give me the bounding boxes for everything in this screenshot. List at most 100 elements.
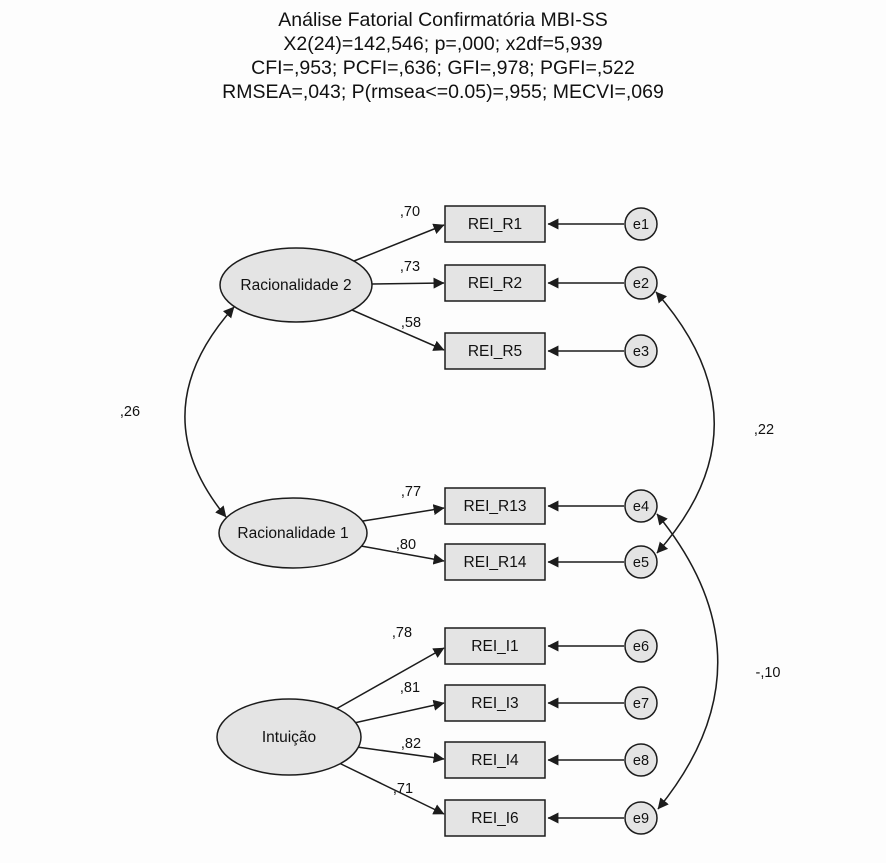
error-label-e2: e2 [633, 276, 649, 292]
loading-value-rac2-rei-r5: ,58 [401, 315, 421, 331]
indicator-label-rei-r5: REI_R5 [468, 343, 522, 360]
error-label-e8: e8 [633, 753, 649, 769]
indicator-rei-r1: REI_R1 [444, 205, 546, 243]
loading-value-rac2-rei-r2: ,73 [400, 259, 420, 275]
factor-label-rac2: Racionalidade 2 [240, 277, 351, 294]
error-terms: e1 e2 e3 e4 e5 e6 e7 e8 [624, 207, 658, 835]
loading-value-rac1-rei-r13: ,77 [401, 484, 421, 500]
covariance-paths: ,26 ,22 -,10 [120, 291, 781, 810]
loading-arrow-rac1-rei-r14 [360, 545, 445, 565]
indicator-box-rei-i3 [444, 684, 546, 722]
indicator-label-rei-r14: REI_R14 [464, 554, 527, 571]
factor-intuicao: Intuição [216, 698, 362, 776]
loading-value-int-rei-i1: ,78 [392, 625, 412, 641]
error-label-e9: e9 [633, 811, 649, 827]
factor-label-rac1: Racionalidade 1 [237, 525, 348, 542]
covariance-arrow-e4-e9 [656, 513, 719, 810]
indicator-rei-r14: REI_R14 [444, 543, 546, 581]
loading-arrow-int-rei-i6 [338, 762, 445, 815]
model-fit-title: Análise Fatorial Confirmatória MBI-SS X2… [222, 9, 664, 103]
error-term-e9: e9 [624, 801, 658, 835]
factor-ellipse-rac1 [218, 497, 368, 569]
indicator-box-rei-r14 [444, 543, 546, 581]
indicator-rei-i6: REI_I6 [444, 799, 546, 837]
error-term-e3: e3 [624, 334, 658, 368]
factor-racionalidade-2: Racionalidade 2 [219, 247, 373, 323]
indicator-rei-i1: REI_I1 [444, 627, 546, 665]
indicator-rei-r5: REI_R5 [444, 332, 546, 370]
covariance-arrow-rac2-rac1 [184, 306, 235, 518]
loading-value-int-rei-i6: ,71 [393, 781, 413, 797]
covariance-value-e4-e9: -,10 [756, 665, 781, 681]
error-circle-e7 [624, 686, 658, 720]
indicator-label-rei-r2: REI_R2 [468, 275, 522, 292]
error-term-e2: e2 [624, 266, 658, 300]
loading-arrow-int-rei-i3 [353, 699, 445, 724]
error-circle-e1 [624, 207, 658, 241]
covariance-value-rac2-rac1: ,26 [120, 404, 140, 420]
title-line-4: RMSEA=,043; P(rmsea<=0.05)=,955; MECVI=,… [222, 81, 664, 103]
title-line-1: Análise Fatorial Confirmatória MBI-SS [278, 9, 607, 31]
error-circle-e9 [624, 801, 658, 835]
factor-ellipse-rac2 [219, 247, 373, 323]
indicator-label-rei-i1: REI_I1 [471, 638, 518, 655]
error-arrows [547, 218, 624, 824]
loading-arrow-rac2-rei-r2 [371, 277, 445, 289]
loading-value-rac2-rei-r1: ,70 [400, 204, 420, 220]
loading-values: ,70 ,73 ,58 ,77 ,80 ,78 ,81 ,82 ,71 [392, 204, 421, 797]
indicator-box-rei-i4 [444, 741, 546, 779]
error-circle-e4 [624, 489, 658, 523]
error-label-e7: e7 [633, 696, 649, 712]
factor-ellipse-intuicao [216, 698, 362, 776]
indicator-box-rei-i6 [444, 799, 546, 837]
error-term-e6: e6 [624, 629, 658, 663]
factor-racionalidade-1: Racionalidade 1 [218, 497, 368, 569]
error-term-e5: e5 [624, 545, 658, 579]
loading-arrows [335, 223, 445, 815]
title-line-2: X2(24)=142,546; p=,000; x2df=5,939 [283, 33, 602, 55]
indicator-rei-i4: REI_I4 [444, 741, 546, 779]
error-circle-e6 [624, 629, 658, 663]
covariance-value-e2-e5: ,22 [754, 422, 774, 438]
indicator-box-rei-r2 [444, 264, 546, 302]
indicator-box-rei-r5 [444, 332, 546, 370]
error-circle-e8 [624, 743, 658, 777]
error-circle-e5 [624, 545, 658, 579]
indicator-rei-r2: REI_R2 [444, 264, 546, 302]
factor-label-intuicao: Intuição [262, 729, 316, 746]
loading-value-int-rei-i4: ,82 [401, 736, 421, 752]
indicator-label-rei-r13: REI_R13 [464, 498, 527, 515]
error-label-e6: e6 [633, 639, 649, 655]
indicator-label-rei-i6: REI_I6 [471, 810, 518, 827]
title-line-3: CFI=,953; PCFI=,636; GFI=,978; PGFI=,522 [251, 57, 635, 79]
covariance-arrow-e2-e5 [655, 291, 715, 554]
error-label-e4: e4 [633, 499, 649, 515]
error-term-e1: e1 [624, 207, 658, 241]
indicator-box-rei-r13 [444, 487, 546, 525]
error-label-e1: e1 [633, 217, 649, 233]
error-circle-e2 [624, 266, 658, 300]
indicator-box-rei-i1 [444, 627, 546, 665]
indicator-label-rei-i4: REI_I4 [471, 752, 519, 769]
indicator-label-rei-i3: REI_I3 [471, 695, 518, 712]
indicator-rei-i3: REI_I3 [444, 684, 546, 722]
loading-arrow-rac2-rei-r1 [353, 223, 445, 262]
observed-indicators: REI_R1 REI_R2 REI_R5 REI_R13 REI_R14 REI… [444, 205, 546, 837]
loading-value-int-rei-i3: ,81 [400, 680, 420, 696]
error-label-e5: e5 [633, 555, 649, 571]
error-term-e8: e8 [624, 743, 658, 777]
indicator-rei-r13: REI_R13 [444, 487, 546, 525]
latent-factors: Racionalidade 2 Racionalidade 1 Intuição [216, 247, 373, 776]
loading-arrow-int-rei-i1 [335, 647, 445, 710]
loading-arrow-rac2-rei-r5 [351, 309, 445, 351]
error-term-e7: e7 [624, 686, 658, 720]
loading-arrow-int-rei-i4 [356, 746, 445, 764]
indicator-label-rei-r1: REI_R1 [468, 216, 522, 233]
error-term-e4: e4 [624, 489, 658, 523]
indicator-box-rei-r1 [444, 205, 546, 243]
error-circle-e3 [624, 334, 658, 368]
error-label-e3: e3 [633, 344, 649, 360]
loading-value-rac1-rei-r14: ,80 [396, 537, 416, 553]
